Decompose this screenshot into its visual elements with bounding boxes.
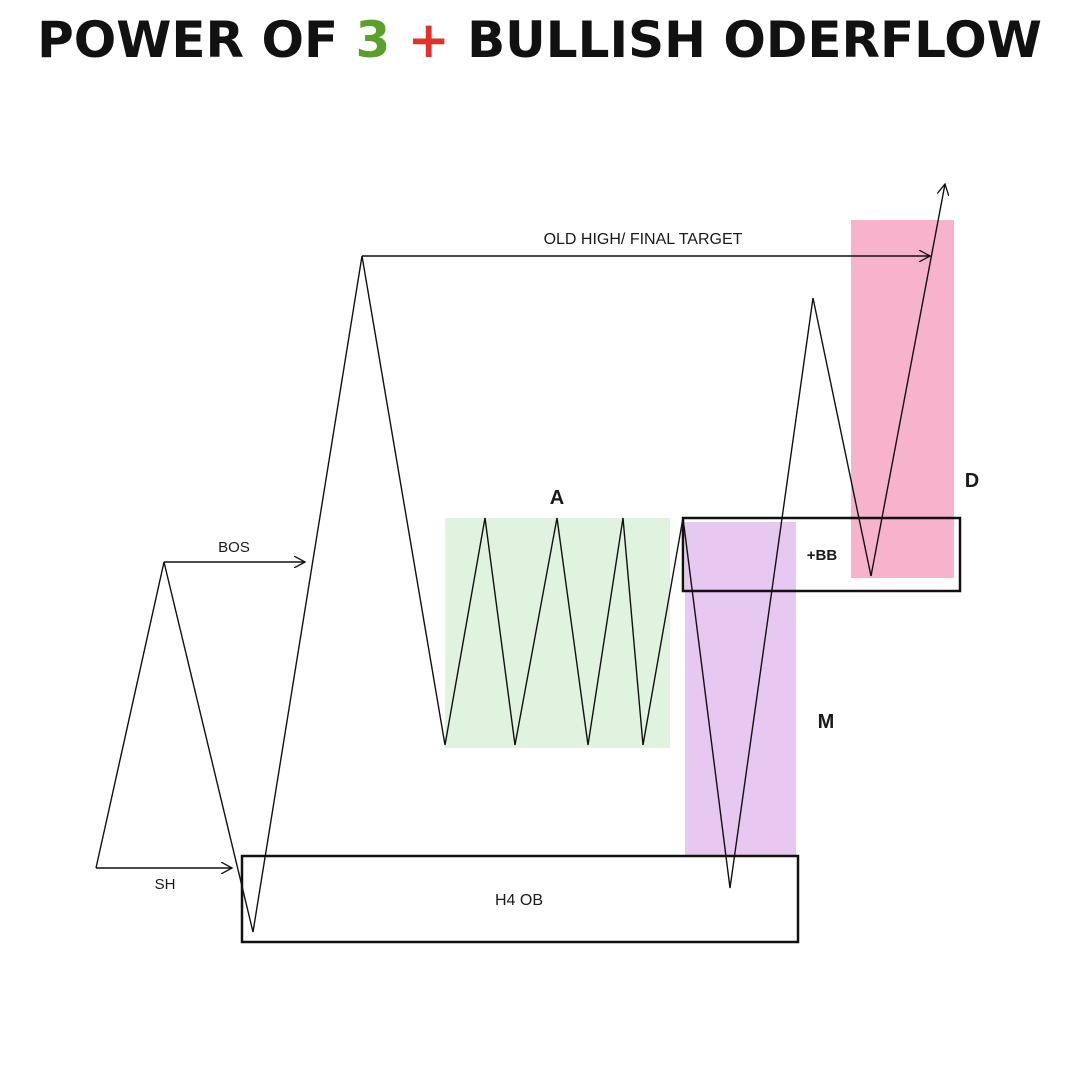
m-label: M — [818, 711, 835, 733]
old-high-label: OLD HIGH/ FINAL TARGET — [544, 231, 743, 248]
a-label: A — [550, 487, 564, 509]
price-path — [95, 255, 872, 933]
bos-label: BOS — [218, 539, 250, 556]
bb-label: +BB — [807, 547, 838, 564]
d-label: D — [965, 470, 979, 492]
h4-ob-label: H4 OB — [495, 892, 543, 909]
sh-label: SH — [155, 876, 176, 893]
page-title: POWER OF 3 + BULLISH ODERFLOW — [0, 6, 1079, 74]
distribution-zone — [851, 220, 954, 578]
title-text-2: BULLISH ODERFLOW — [467, 11, 1042, 69]
title-number: 3 — [355, 11, 391, 69]
bb-box — [681, 516, 962, 593]
title-text-1: POWER OF — [37, 11, 356, 69]
final-leg-arrow — [870, 184, 945, 577]
h4-ob-box — [240, 854, 800, 944]
title-plus: + — [407, 11, 450, 69]
manipulation-zone — [685, 522, 796, 856]
